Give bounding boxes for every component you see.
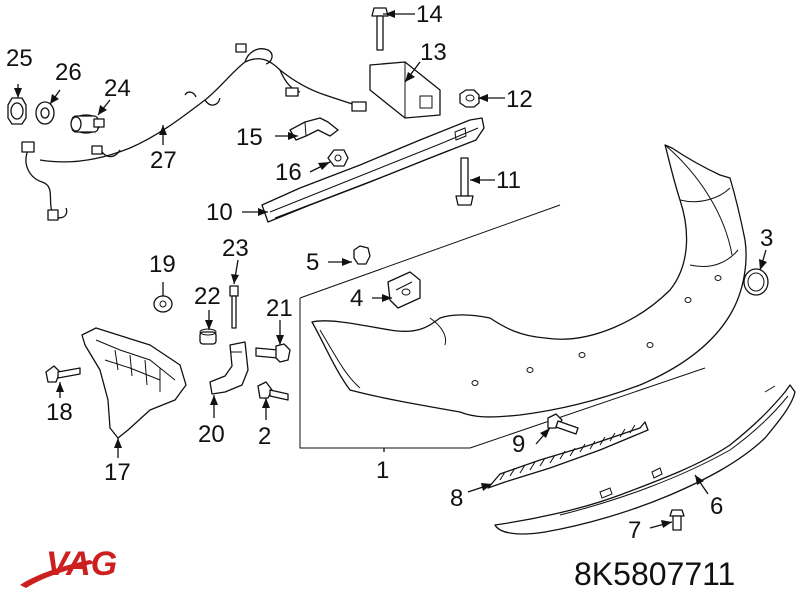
callout-3: 3 [760, 225, 773, 252]
callout-4: 4 [350, 285, 363, 312]
nut-part [459, 89, 480, 108]
diffuser-screw-part [669, 509, 685, 531]
callout-9: 9 [512, 431, 525, 458]
tow-hook-cap-part [743, 268, 769, 296]
rivet-nut-part [353, 245, 371, 265]
guide-pin-part [229, 285, 239, 329]
wiring-harness-part [21, 43, 367, 221]
spacer-clip-part [199, 328, 217, 345]
callout-8: 8 [450, 485, 463, 512]
carrier-bolt-part [455, 157, 474, 206]
callout-27: 27 [150, 147, 177, 174]
callout-23: 23 [222, 235, 249, 262]
part-number: 8K5807711 [574, 556, 735, 592]
callout-15: 15 [236, 124, 263, 151]
callout-11: 11 [496, 167, 521, 194]
grille-screw-part [547, 413, 579, 435]
callout-14: 14 [416, 1, 443, 28]
callout-19: 19 [149, 251, 176, 278]
callout-7: 7 [628, 517, 641, 544]
callout-labels: 1 2 3 4 5 6 7 8 9 10 11 12 13 14 15 16 1… [6, 1, 773, 544]
parking-sensor-part [70, 114, 105, 134]
callout-1: 1 [376, 457, 389, 484]
callout-18: 18 [46, 399, 73, 426]
callout-26: 26 [55, 59, 82, 86]
washer-part [153, 295, 173, 313]
spring-clip-part [387, 271, 421, 309]
bracket-screw-part [45, 365, 81, 383]
callout-22: 22 [194, 283, 221, 310]
callout-25: 25 [6, 45, 33, 72]
clip-nut-part [327, 149, 349, 167]
side-guide-bracket-part [81, 327, 187, 439]
assembly-group-outline [299, 204, 706, 449]
logo-text: VAG [46, 545, 117, 583]
mounting-bracket-part [209, 341, 249, 395]
callout-6: 6 [710, 493, 723, 520]
sensor-holder-part [7, 97, 27, 125]
grille-insert-part [487, 421, 649, 489]
callout-13: 13 [420, 39, 447, 66]
callout-16: 16 [275, 159, 302, 186]
bumper-cover-part [311, 144, 747, 418]
sensor-ring-part [35, 101, 55, 125]
small-bracket-part [289, 117, 339, 141]
callout-24: 24 [104, 75, 131, 102]
torx-screw-part [257, 381, 289, 401]
callout-17: 17 [104, 459, 131, 486]
callout-21: 21 [266, 295, 293, 322]
callout-2: 2 [258, 423, 271, 450]
callout-12: 12 [506, 86, 533, 113]
bumper-carrier-beam [261, 61, 485, 223]
callout-20: 20 [198, 421, 225, 448]
callout-5: 5 [306, 249, 319, 276]
callout-leaders [14, 10, 767, 529]
lower-diffuser-part [494, 384, 796, 535]
vag-logo: VAG [20, 545, 117, 588]
hex-bolt-part [255, 343, 291, 363]
callout-10: 10 [206, 199, 233, 226]
